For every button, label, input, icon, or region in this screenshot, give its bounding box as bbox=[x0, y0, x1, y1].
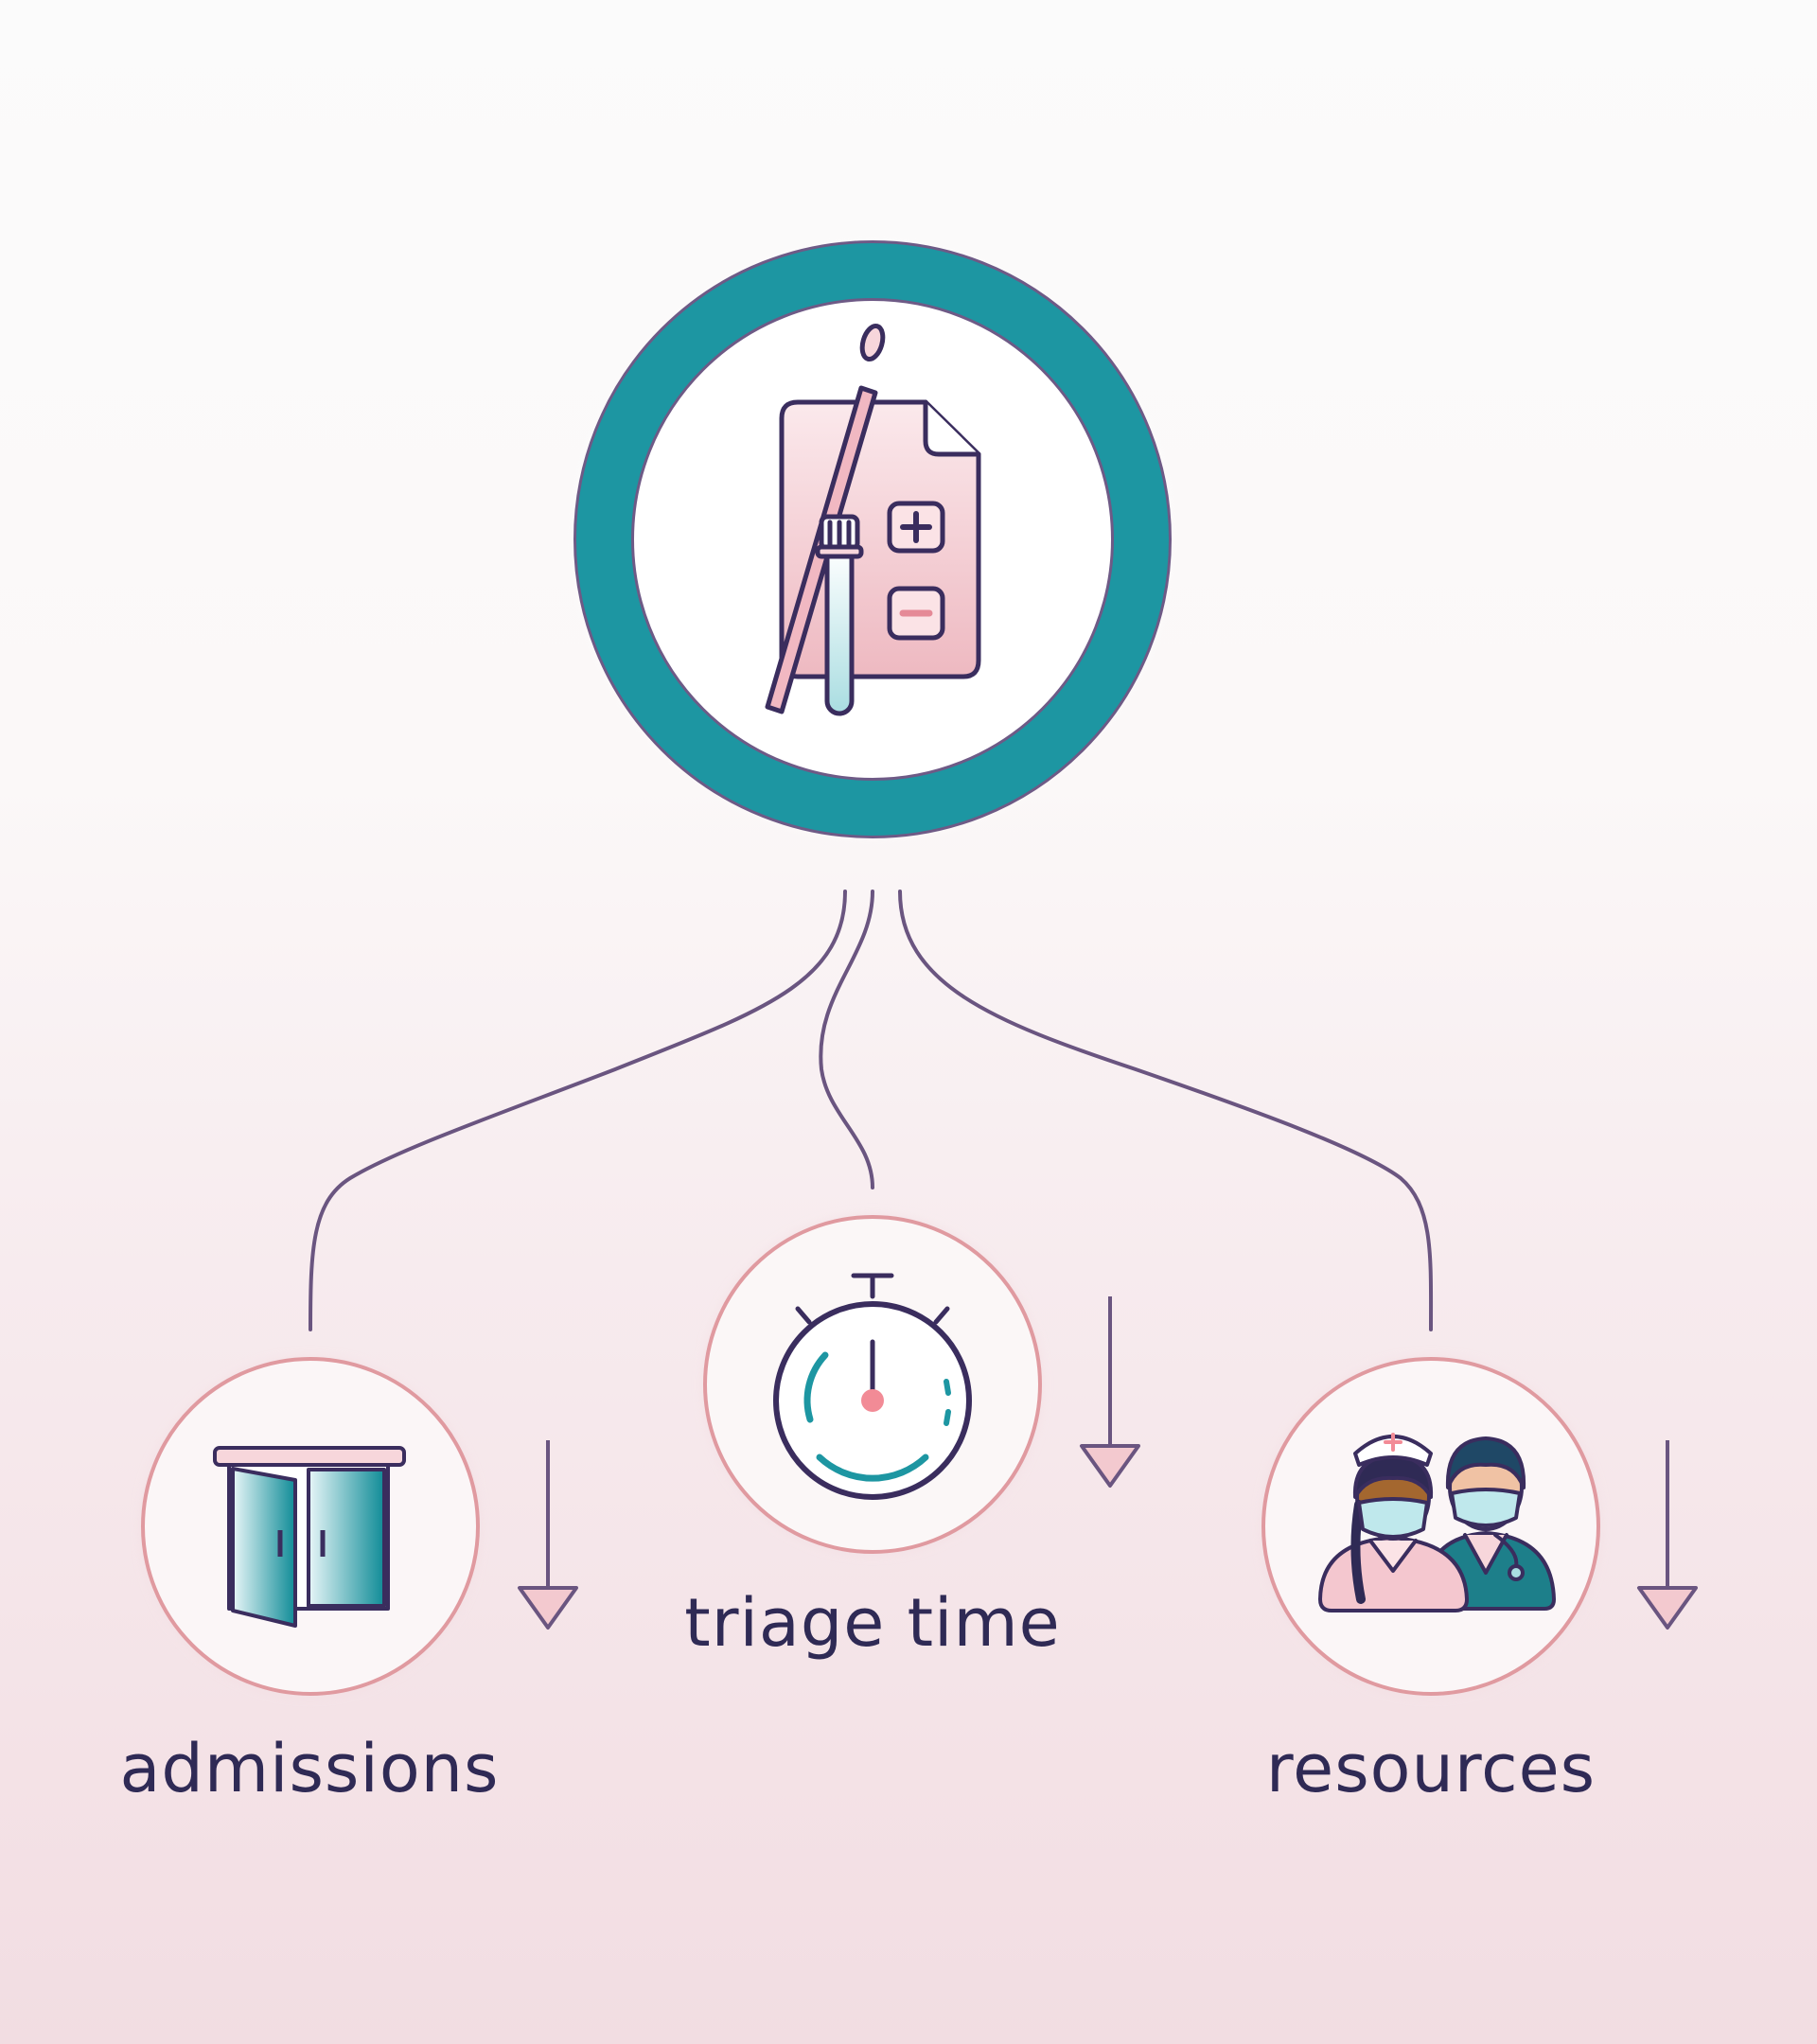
connector-to-admissions bbox=[309, 890, 847, 1331]
central-ring bbox=[576, 243, 1169, 836]
admissions-node bbox=[141, 1357, 578, 1696]
triage-node bbox=[703, 1215, 1140, 1554]
medical-staff-icon bbox=[1318, 1433, 1556, 1612]
triage-decrease-arrow-icon bbox=[1080, 1296, 1140, 1488]
connector-lines bbox=[309, 890, 1434, 1331]
resources-node bbox=[1261, 1357, 1698, 1696]
connector-to-resources bbox=[898, 890, 1434, 1331]
resources-label: resources bbox=[1265, 1730, 1596, 1807]
door-icon bbox=[213, 1446, 406, 1628]
admissions-decrease-arrow-icon bbox=[518, 1440, 578, 1630]
resources-decrease-arrow-icon bbox=[1637, 1440, 1698, 1630]
resources-ring bbox=[1261, 1357, 1600, 1696]
stopwatch-icon bbox=[773, 1273, 972, 1500]
central-hub bbox=[573, 240, 1172, 838]
triage-time-label: triage time bbox=[684, 1584, 1061, 1662]
rapid-test-kit-icon bbox=[765, 323, 981, 716]
admissions-label: admissions bbox=[119, 1730, 500, 1807]
connector-to-triage bbox=[819, 890, 874, 1189]
